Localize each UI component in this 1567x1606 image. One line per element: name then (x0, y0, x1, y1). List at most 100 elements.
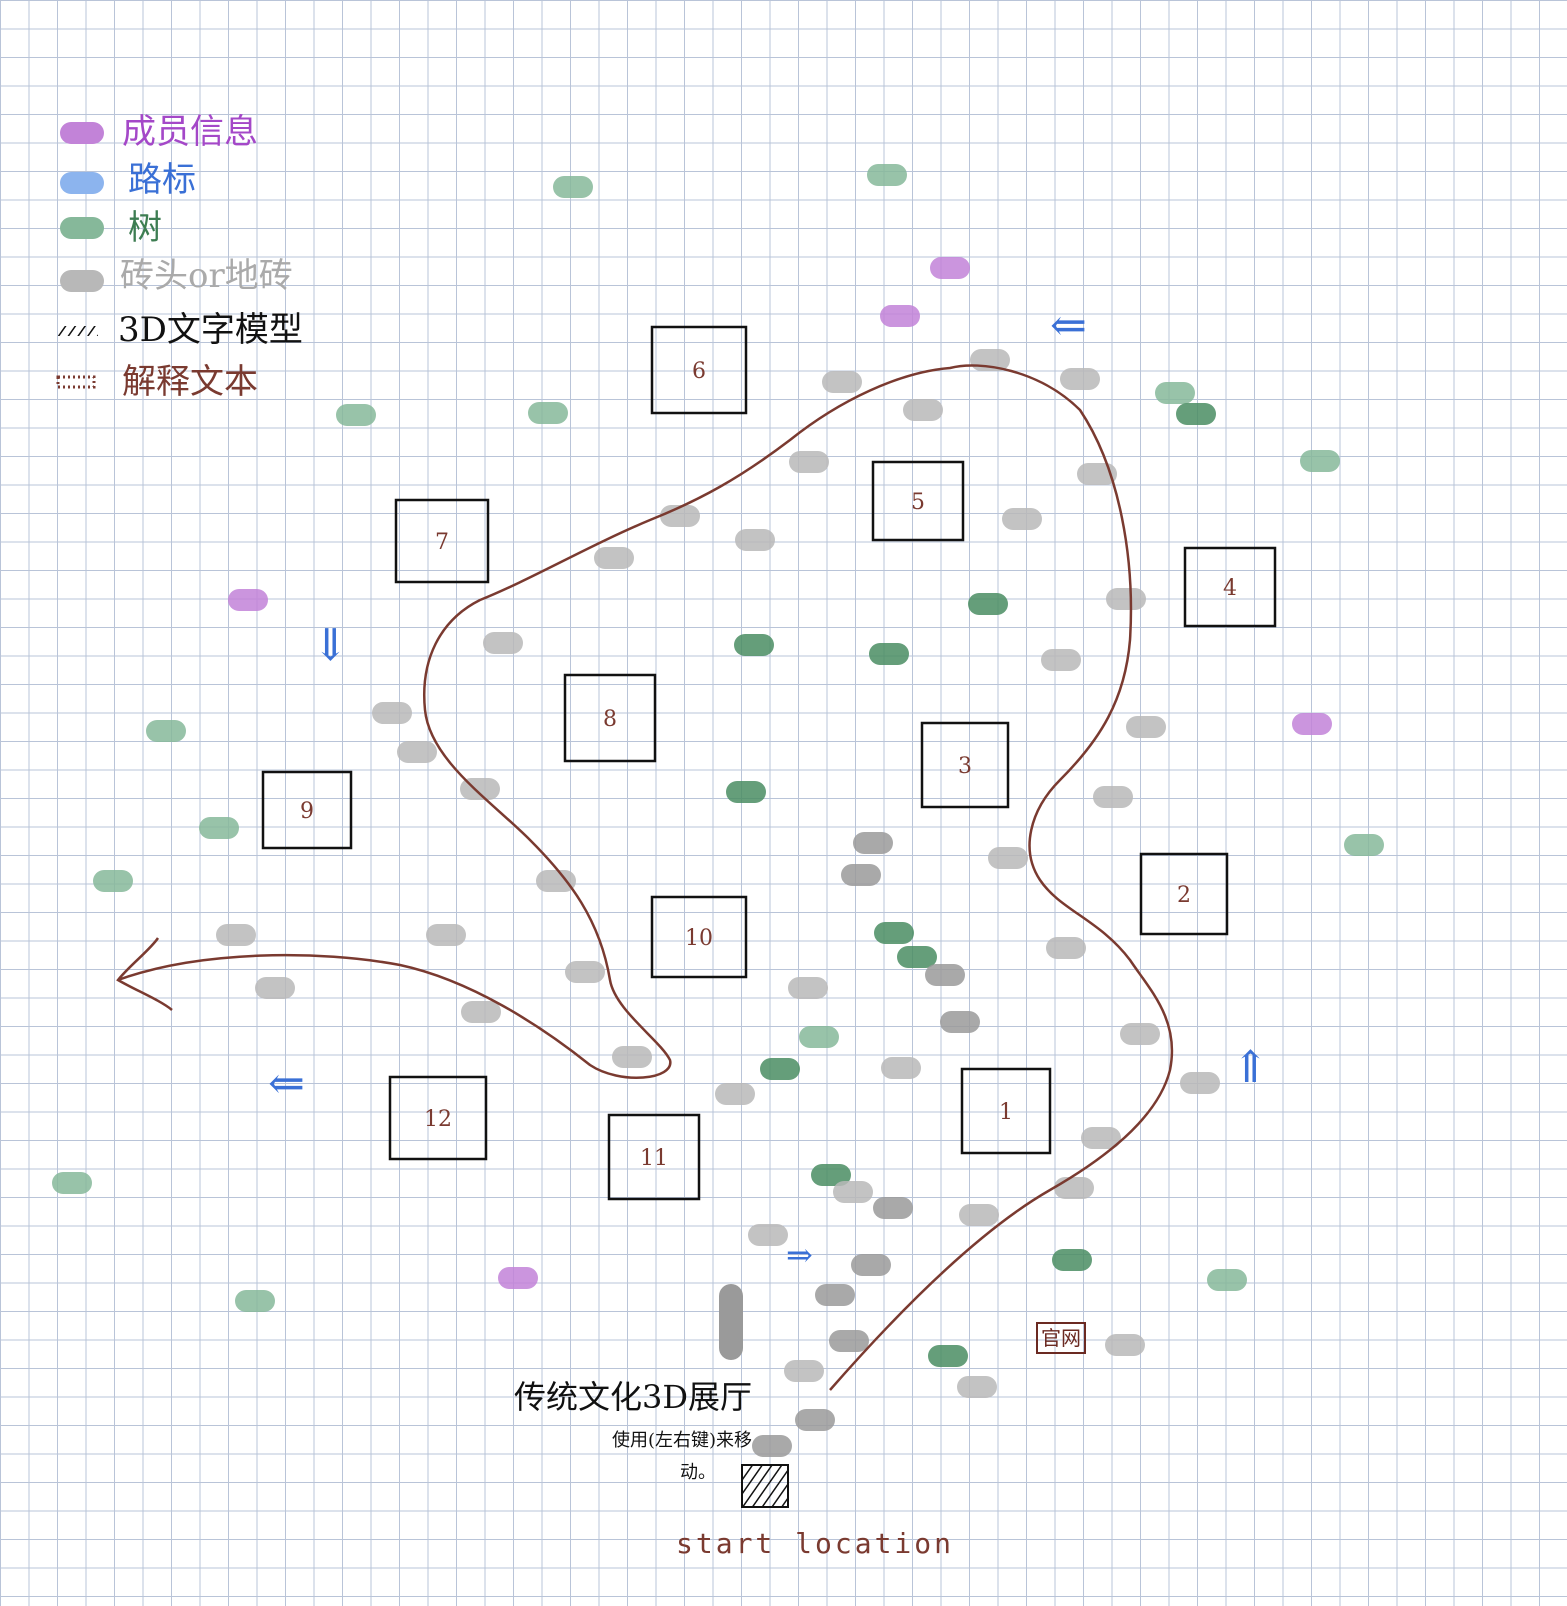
booth-1-box[interactable] (960, 1067, 1052, 1155)
tree-marker (760, 1058, 800, 1080)
tree-marker (867, 164, 907, 186)
legend-swatch-signpost (60, 172, 104, 194)
booth-11-label: 11 (640, 1146, 668, 1171)
brick-marker (1093, 786, 1133, 808)
legend-label-tree: 树 (128, 208, 162, 248)
hall-title: 传统文化3D展厅 (514, 1378, 753, 1416)
brick-marker (829, 1330, 869, 1352)
brick-marker (1002, 508, 1042, 530)
booth-6-label: 6 (692, 359, 706, 384)
legend-swatches (56, 122, 104, 389)
brick-marker (216, 924, 256, 946)
brick-marker (788, 977, 828, 999)
brick-marker (1120, 1023, 1160, 1045)
tree-marker (799, 1026, 839, 1048)
brick-marker (1126, 716, 1166, 738)
booth-5-label: 5 (911, 490, 925, 515)
brick-marker (255, 977, 295, 999)
brick-marker (795, 1409, 835, 1431)
brick-marker (957, 1376, 997, 1398)
tree-marker (146, 720, 186, 742)
booth-8-box[interactable] (563, 673, 657, 763)
tree-marker (336, 404, 376, 426)
brick-marker (873, 1197, 913, 1219)
booth-12-box[interactable] (388, 1075, 488, 1161)
booth-3-box[interactable] (920, 721, 1010, 809)
brick-marker (1046, 937, 1086, 959)
tree-marker (93, 870, 133, 892)
tree-marker (52, 1172, 92, 1194)
legend-swatch-member (60, 122, 104, 144)
brick-marker (1077, 463, 1117, 485)
booth-8-label: 8 (603, 707, 617, 732)
legend-label-3d-model: 3D文字模型 (118, 310, 303, 350)
booth-4-label: 4 (1223, 576, 1237, 601)
brick-marker (988, 847, 1028, 869)
legend-label-brick: 砖头or地砖 (120, 256, 293, 296)
brick-marker (1180, 1072, 1220, 1094)
brick-marker (841, 864, 881, 886)
walking-route (116, 364, 1174, 1391)
booth-11-box[interactable] (607, 1113, 701, 1201)
tree-marker (1300, 450, 1340, 472)
brick-marker (1054, 1177, 1094, 1199)
booth-10-label: 10 (685, 926, 713, 951)
booth-3-label: 3 (958, 754, 972, 779)
brick-marker (1106, 588, 1146, 610)
legend-label-member: 成员信息 (122, 112, 258, 152)
route-path (117, 364, 1174, 1391)
arrow-left-bottom: ⇐ (268, 1058, 305, 1109)
legend-swatch-model3d (58, 326, 98, 336)
arrow-center-bottom: ⇒ (786, 1236, 813, 1274)
booth-7-box[interactable] (394, 498, 490, 584)
brick-marker (397, 741, 437, 763)
tree-marker (1207, 1269, 1247, 1291)
brick-marker (372, 702, 412, 724)
tree-marker (869, 643, 909, 665)
booth-2-label: 2 (1177, 883, 1191, 908)
brick-marker (719, 1284, 743, 1360)
legend-label-signpost: 路标 (128, 160, 196, 200)
booth-2-box[interactable] (1139, 852, 1229, 936)
website-link[interactable]: 官网 (1036, 1322, 1086, 1354)
arrow-left-down: ⇓ (312, 620, 349, 671)
tree-marker (1176, 403, 1216, 425)
tree-marker (897, 946, 937, 968)
tree-marker (199, 817, 239, 839)
arrow-right-up: ⇑ (1232, 1042, 1269, 1093)
brick-marker (822, 371, 862, 393)
legend-swatch-annotation (56, 375, 96, 389)
booth-6-box[interactable] (650, 325, 748, 415)
tree-marker (1155, 382, 1195, 404)
brick-marker (536, 870, 576, 892)
brick-marker (735, 529, 775, 551)
tree-marker (811, 1164, 851, 1186)
brick-marker (1105, 1334, 1145, 1356)
member-marker (880, 305, 920, 327)
booth-10-box[interactable] (650, 895, 748, 979)
tree-marker (553, 176, 593, 198)
brick-marker (881, 1057, 921, 1079)
booth-5-box[interactable] (871, 460, 965, 542)
brick-marker (461, 1001, 501, 1023)
member-marker (498, 1267, 538, 1289)
tree-marker (235, 1290, 275, 1312)
legend-swatch-brick (60, 270, 104, 292)
brick-marker (903, 399, 943, 421)
legend-swatch-tree (60, 217, 104, 239)
brick-marker (784, 1360, 824, 1382)
brick-marker (789, 451, 829, 473)
hall-instruction-line1: 使用(左右键)来移 (612, 1430, 753, 1451)
brick-marker (851, 1254, 891, 1276)
start-location-label: start location (676, 1527, 955, 1560)
brick-marker (483, 632, 523, 654)
tree-marker (968, 593, 1008, 615)
booth-4-box[interactable] (1183, 546, 1277, 628)
start-marker (741, 1464, 789, 1508)
booth-7-label: 7 (435, 530, 449, 555)
booth-9-box[interactable] (261, 770, 353, 850)
brick-marker (815, 1284, 855, 1306)
brick-marker (833, 1181, 873, 1203)
